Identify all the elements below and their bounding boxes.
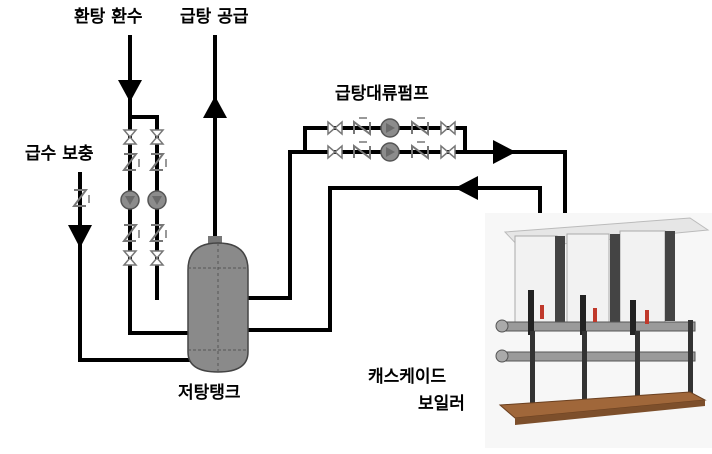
label-storage-tank: 저탕탱크 (178, 383, 241, 403)
cascade-boiler-image (485, 213, 712, 448)
label-cascade-boiler-1: 캐스케이드 (368, 367, 447, 387)
arrow-left-return (455, 176, 478, 200)
arrow-down-makeup (68, 225, 92, 248)
return-pipe (128, 35, 190, 335)
arrow-right-feed (493, 140, 516, 164)
label-return-hot-water: 환탕 환수 (74, 7, 143, 27)
label-cascade-boiler-2: 보일러 (418, 394, 465, 414)
boiler-return-pipe (248, 186, 542, 332)
label-makeup-water: 급수 보충 (25, 144, 94, 164)
arrow-up-supply (203, 96, 227, 118)
flow-arrows (68, 80, 516, 248)
arrow-down-return (118, 80, 142, 102)
storage-tank (187, 236, 249, 373)
circulation-pump-set (327, 117, 456, 162)
return-pump-set (120, 129, 167, 266)
label-hot-water-supply: 급탕 공급 (180, 7, 249, 27)
label-circulation-pump: 급탕대류펌프 (335, 84, 429, 104)
